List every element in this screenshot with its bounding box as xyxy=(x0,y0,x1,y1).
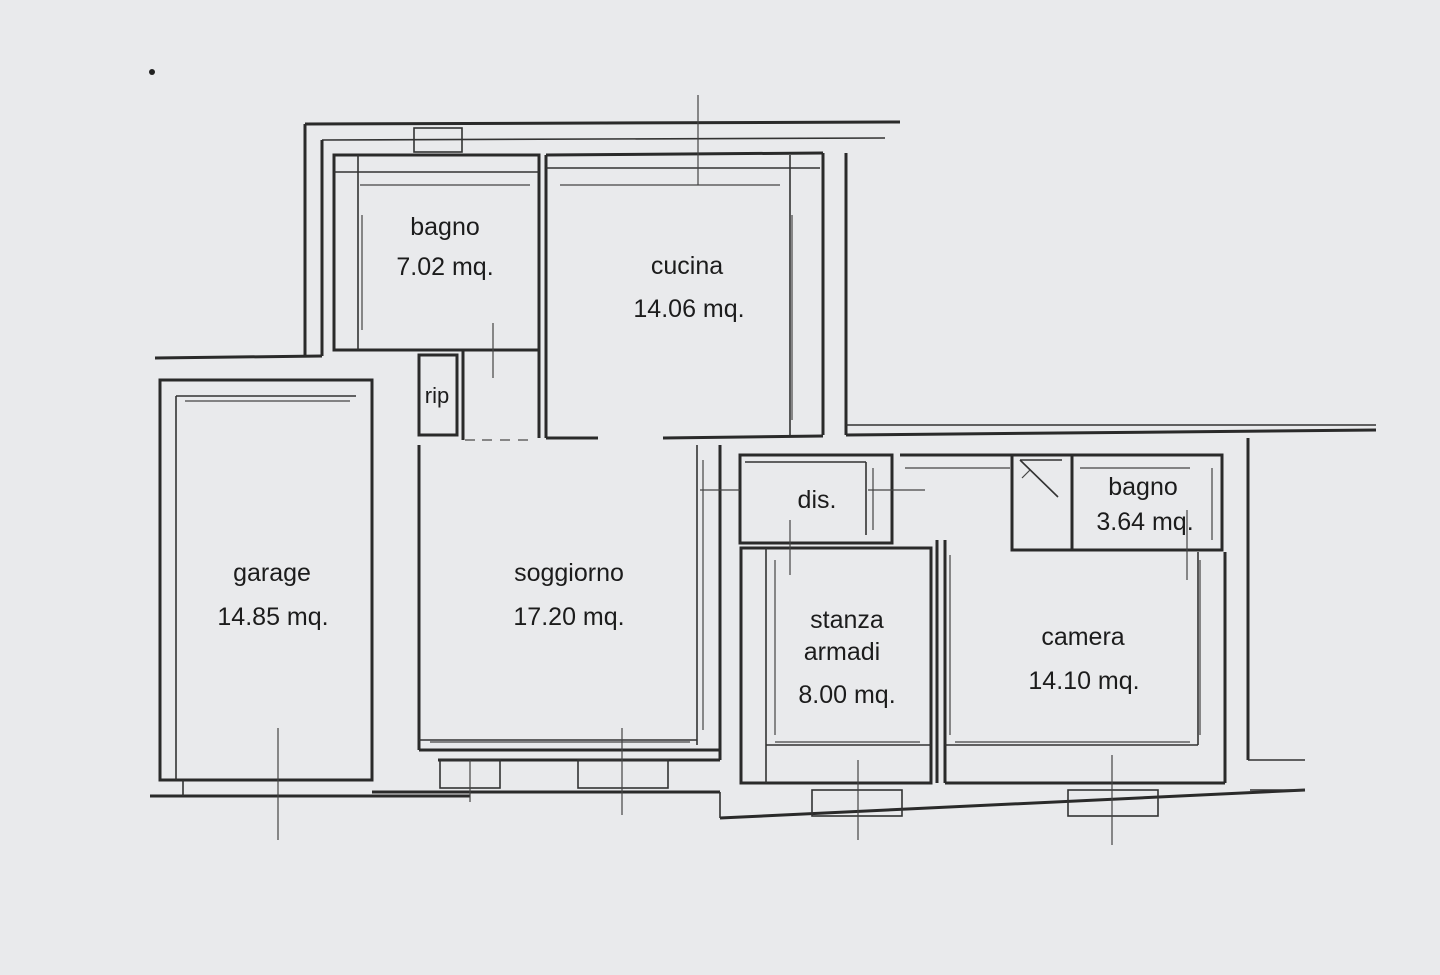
dimension-lines xyxy=(277,95,1188,845)
room-name-armadi: armadi xyxy=(804,638,880,666)
room-area-camera: 14.10 mq. xyxy=(1028,667,1139,695)
room-name-dis: dis. xyxy=(798,486,837,514)
room-name-camera: camera xyxy=(1041,623,1124,651)
room-area-stanza-armadi: 8.00 mq. xyxy=(798,681,895,709)
room-area-cucina: 14.06 mq. xyxy=(633,295,744,323)
room-area-garage: 14.85 mq. xyxy=(217,603,328,631)
room-name-cucina: cucina xyxy=(651,252,723,280)
room-name-garage: garage xyxy=(233,559,311,587)
walls xyxy=(150,120,1377,820)
room-area-bagno-2: 3.64 mq. xyxy=(1096,508,1193,536)
room-name-stanza: stanza xyxy=(810,606,884,634)
room-name-bagno-1: bagno xyxy=(410,213,480,241)
room-area-bagno-1: 7.02 mq. xyxy=(396,253,493,281)
room-labels: bagno 7.02 mq. cucina 14.06 mq. rip gara… xyxy=(217,213,1193,709)
dimension-ticks xyxy=(185,184,1213,743)
room-name-bagno-2: bagno xyxy=(1108,473,1178,501)
room-area-soggiorno: 17.20 mq. xyxy=(513,603,624,631)
room-name-rip: rip xyxy=(425,383,449,408)
room-name-soggiorno: soggiorno xyxy=(514,559,624,587)
paper-mark xyxy=(149,69,155,75)
